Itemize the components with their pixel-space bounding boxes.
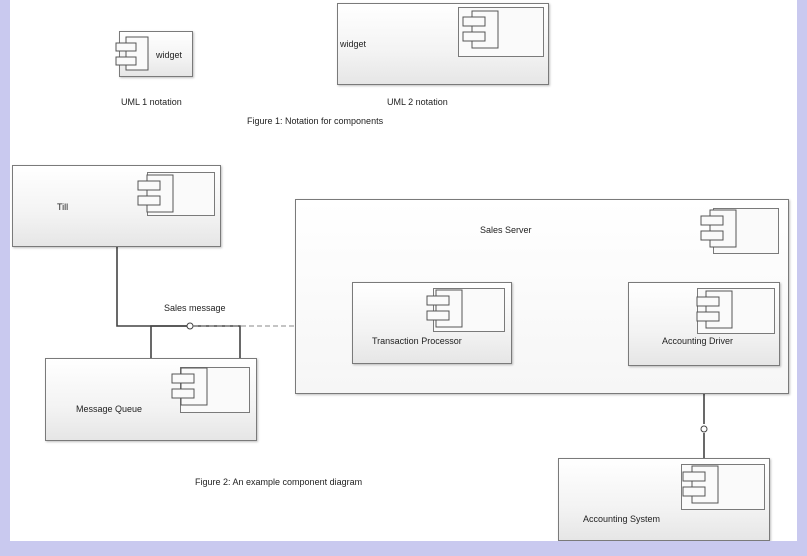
uml2-component-icon: [462, 10, 499, 49]
sales-message-interface: [186, 322, 194, 330]
message-queue-component-icon: [171, 367, 208, 406]
transaction-processor-label: Transaction Processor: [372, 336, 462, 346]
sales-message-label: Sales message: [164, 303, 226, 313]
accounting-system-label: Accounting System: [583, 514, 661, 524]
uml2-caption: UML 2 notation: [387, 97, 448, 107]
uml1-widget-label: widget: [156, 50, 183, 60]
till-component-icon: [137, 174, 174, 213]
uml2-widget-component: widget: [337, 3, 549, 85]
till-component: Till: [12, 165, 221, 247]
figure1-caption: Figure 1: Notation for components: [247, 116, 384, 126]
accounting-driver-component-icon: [696, 290, 733, 329]
accounting-system-component: Accounting System: [558, 458, 770, 541]
accounting-driver-component: Accounting Driver: [628, 282, 780, 366]
uml1-caption: UML 1 notation: [121, 97, 182, 107]
message-queue-component: Message Queue: [45, 358, 257, 441]
till-connector: [116, 247, 188, 327]
message-queue-label: Message Queue: [76, 404, 143, 414]
sales-server-label: Sales Server: [480, 225, 532, 235]
accounting-system-component-icon: [682, 465, 719, 504]
uml1-component-icon: [115, 36, 149, 71]
accounting-driver-label: Accounting Driver: [662, 336, 734, 346]
uml2-widget-label: widget: [340, 39, 367, 49]
till-label: Till: [57, 202, 69, 212]
message-queue-connector: [150, 325, 241, 358]
transaction-processor-component-icon: [426, 289, 463, 328]
system-interface: [700, 425, 708, 433]
sales-server-component-icon: [700, 209, 737, 248]
diagram-canvas: widget UML 1 notation widget UML 2 notat…: [10, 0, 797, 541]
figure2-caption: Figure 2: An example component diagram: [195, 477, 363, 487]
